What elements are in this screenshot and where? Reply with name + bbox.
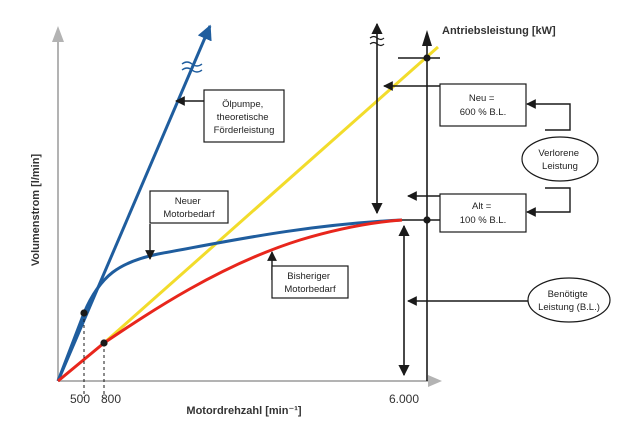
lost-bracket-top	[526, 99, 571, 131]
benoetigte-label: Benötigte Leistung (B.L.)	[538, 289, 600, 313]
oelpumpe-line-1: Ölpumpe,	[222, 99, 263, 110]
oelpumpe-line-3: Förderleistung	[214, 125, 275, 136]
lost-power-break-icon	[369, 35, 385, 47]
neuer-line-1: Neuer	[175, 196, 201, 207]
verlorene-line-2: Leistung	[542, 161, 578, 172]
oelpumpe-box	[203, 89, 285, 143]
alt-box	[439, 193, 527, 233]
verlorene-label: Verlorene Leistung	[538, 148, 581, 172]
verlorene-ellipse	[521, 136, 599, 182]
right-axis-label: Antriebsleistung [kW]	[442, 25, 556, 37]
power-axis-arrow	[422, 30, 432, 46]
pump-line	[56, 24, 212, 382]
neuer-label: Neuer Motorbedarf	[163, 196, 215, 220]
lost-bracket-bottom	[526, 187, 571, 217]
benoetigte-line-1: Benötigte	[548, 289, 588, 300]
y-axis-arrow	[52, 26, 64, 42]
verlorene-line-1: Verlorene	[538, 148, 579, 159]
neu-box	[439, 83, 527, 127]
benoetigte-ellipse	[527, 277, 611, 323]
alt-line-1: Alt =	[472, 201, 492, 212]
tick-800: 800	[101, 392, 121, 406]
bisheriger-label: Bisheriger Motorbedarf	[284, 271, 336, 295]
x-axis-label: Motordrehzahl [min⁻¹]	[186, 405, 302, 417]
neu-label: Neu = 600 % B.L.	[460, 93, 506, 118]
old-demand-curve	[57, 218, 403, 383]
x-axis-arrow	[428, 375, 442, 387]
tick-500: 500	[70, 392, 90, 406]
neuer-line-2: Motorbedarf	[163, 209, 215, 220]
pump-line-break-icon	[181, 61, 203, 73]
alt-label: Alt = 100 % B.L.	[460, 201, 506, 226]
y-axis-label: Volumenstrom [l/min]	[30, 154, 42, 267]
tick-6000: 6.000	[389, 392, 419, 406]
neu-line-2: 600 % B.L.	[460, 107, 506, 118]
oelpumpe-label: Ölpumpe, theoretische Förderleistung	[214, 99, 275, 136]
bisheriger-box	[271, 265, 349, 299]
oelpumpe-line-2: theoretische	[217, 112, 269, 123]
neuer-box	[149, 190, 229, 224]
bisheriger-line-2: Motorbedarf	[284, 284, 336, 295]
benoetigte-line-2: Leistung (B.L.)	[538, 302, 600, 313]
alt-line-2: 100 % B.L.	[460, 215, 506, 226]
bisheriger-line-1: Bisheriger	[287, 271, 330, 282]
neu-line-1: Neu =	[469, 93, 495, 104]
new-demand-curve	[56, 218, 403, 382]
